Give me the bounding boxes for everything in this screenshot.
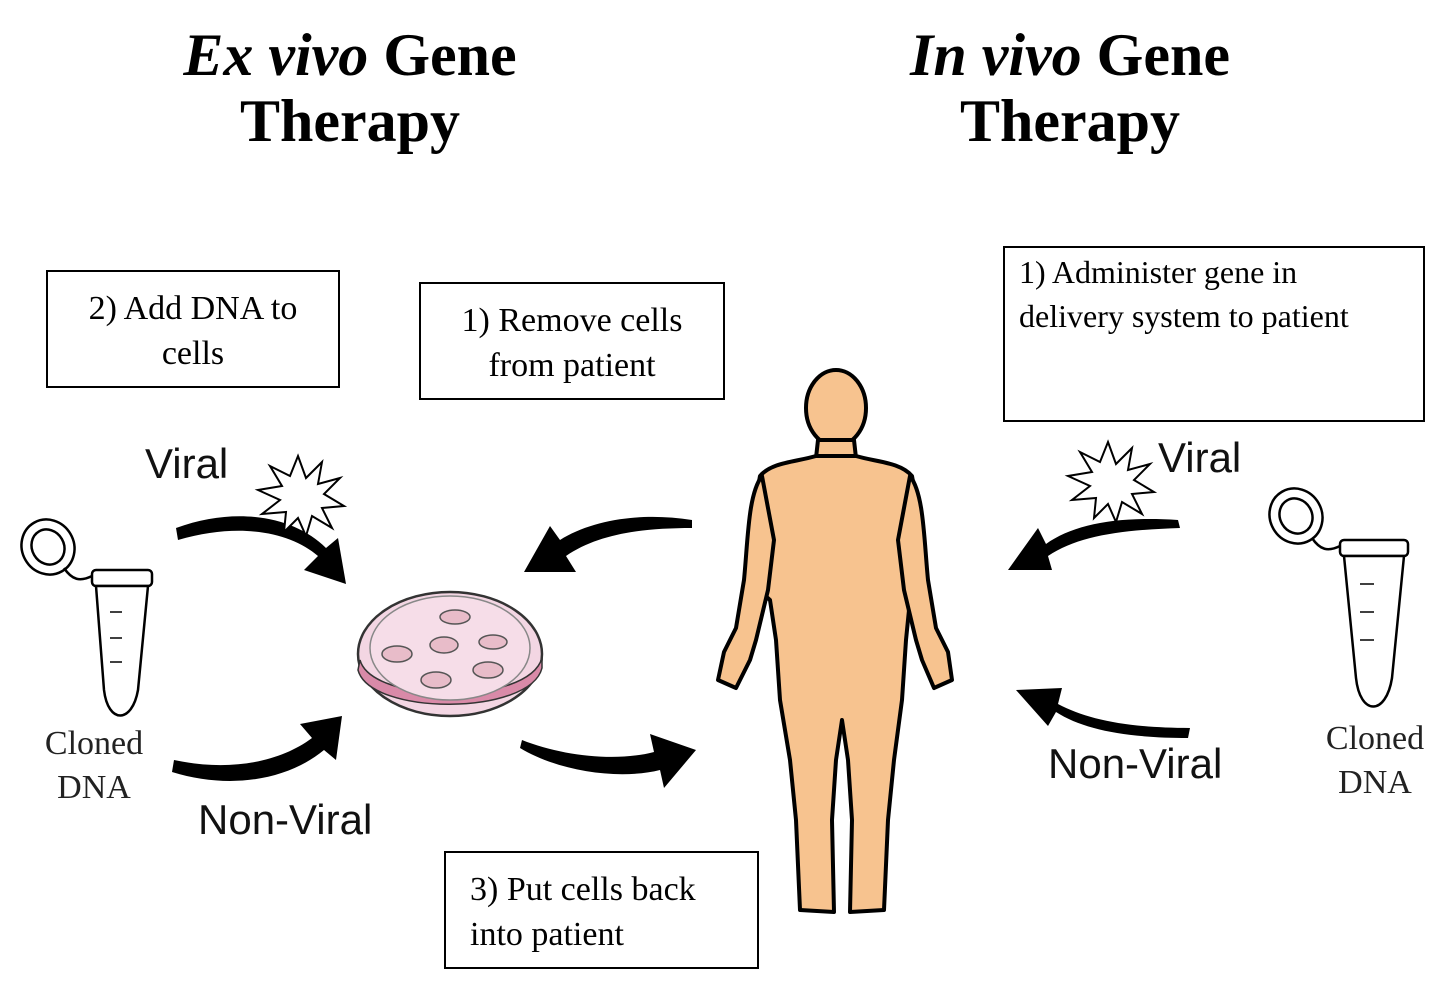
step-administer-line2: delivery system to patient (1019, 298, 1349, 334)
ex-vivo-title: Ex vivo Gene Therapy (120, 22, 580, 154)
step-put-cells-back-box: 3) Put cells back into patient (444, 851, 759, 969)
petri-dish-icon (356, 590, 544, 718)
curved-arrow-icon (1016, 688, 1190, 738)
microtube-icon (1268, 487, 1410, 708)
step-remove-cells-box: 1) Remove cells from patient (419, 282, 725, 400)
in-vivo-nonviral-label: Non-Viral (1048, 740, 1223, 787)
ex-vivo-title-italic: Ex vivo (183, 22, 369, 88)
curved-arrow-icon (176, 516, 346, 584)
in-vivo-title-rest: Gene (1096, 22, 1230, 88)
curved-arrow-icon (520, 734, 696, 788)
in-vivo-title-italic: In vivo (910, 22, 1082, 88)
step-put-cells-back-line1: 3) Put cells back (470, 871, 696, 908)
ex-vivo-title-rest: Gene (383, 22, 517, 88)
ex-vivo-nonviral-label: Non-Viral (198, 796, 373, 843)
in-vivo-title: In vivo Gene Therapy (840, 22, 1300, 154)
step-remove-cells-line2: from patient (488, 347, 656, 384)
in-vivo-dna-label: Cloned DNA (1305, 717, 1440, 805)
microtube-icon (20, 518, 154, 717)
step-administer-line1: 1) Administer gene in (1019, 254, 1298, 290)
in-vivo-viral-label: Viral (1158, 434, 1242, 481)
step-add-dna-line1: 2) Add DNA to (88, 290, 298, 327)
virus-icon (254, 453, 348, 539)
human-figure-icon (716, 368, 954, 914)
ex-vivo-dna-label-line2: DNA (57, 769, 131, 806)
step-remove-cells-line1: 1) Remove cells (461, 302, 683, 339)
in-vivo-title-line2: Therapy (959, 88, 1181, 154)
ex-vivo-title-line2: Therapy (239, 88, 461, 154)
step-administer-box: 1) Administer gene in delivery system to… (1003, 246, 1425, 422)
curved-arrow-icon (1008, 519, 1180, 570)
in-vivo-dna-label-line1: Cloned (1325, 720, 1425, 757)
ex-vivo-dna-label-line1: Cloned (44, 725, 144, 762)
curved-arrow-icon (524, 516, 692, 572)
ex-vivo-dna-label: Cloned DNA (24, 722, 164, 810)
curved-arrow-icon (172, 716, 342, 781)
ex-vivo-viral-label: Viral (145, 440, 229, 487)
step-put-cells-back-line2: into patient (470, 916, 624, 953)
in-vivo-dna-label-line2: DNA (1338, 764, 1412, 801)
step-add-dna-box: 2) Add DNA to cells (46, 270, 340, 388)
step-add-dna-line2: cells (161, 335, 225, 372)
virus-icon (1064, 439, 1158, 525)
